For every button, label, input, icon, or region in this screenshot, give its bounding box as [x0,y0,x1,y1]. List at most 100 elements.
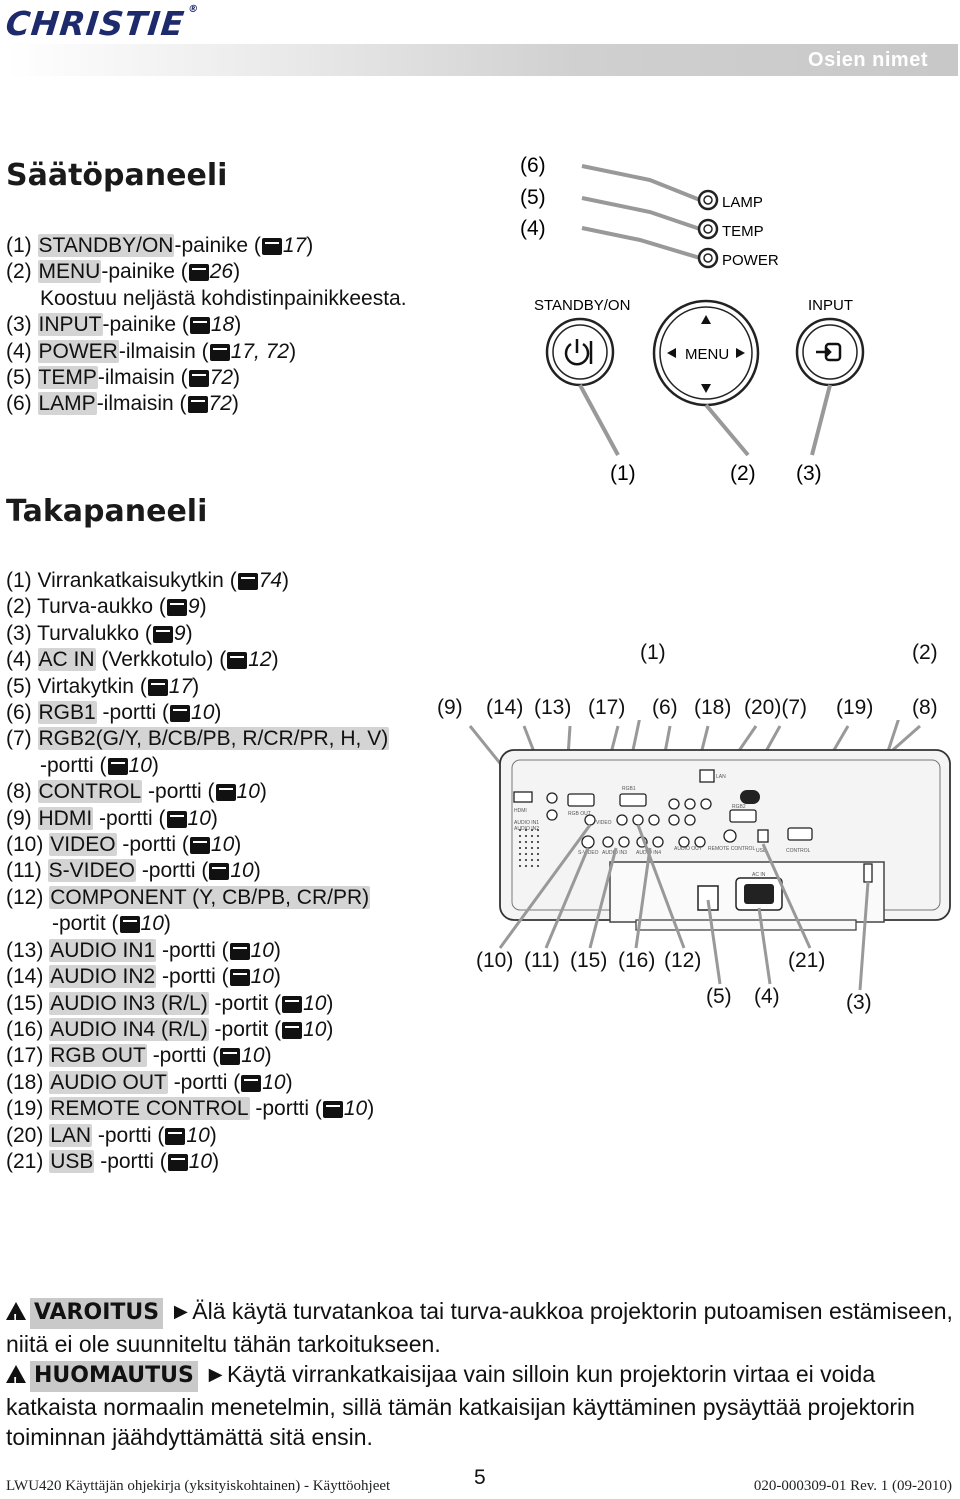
list-item: (6) RGB1 -portti (10) [6,700,389,726]
list-item: (15) AUDIO IN3 (R/L) -portit (10) [6,991,389,1017]
item-rest: -portti ( [156,938,229,962]
audio-in1-port [546,809,558,821]
item-close: ) [231,392,239,416]
svg-text:LAN: LAN [716,774,726,780]
page-reference: 9 [173,621,186,645]
item-rest: -portti ( [93,806,166,830]
list-item: (2) MENU-painike (26) [6,259,407,285]
rear-callout: (8) [912,696,938,719]
item-name: AUDIO IN4 (R/L) [49,1017,209,1041]
list-item: (7) RGB2(G/Y, B/CB/PB, R/CR/PR, H, V) [6,726,390,752]
callout-6: (6) [520,154,546,177]
item-rest: -portti ( [116,833,189,857]
standby-on-button[interactable] [545,317,615,387]
item-close: ) [210,806,218,830]
svg-text:POWER: POWER [722,252,779,269]
rear-panel-diagram: HDMI AUDIO IN1 AUDIO IN2 RGB OUT RGB1 VI… [468,720,951,991]
item-name: AUDIO IN1 [49,938,157,962]
rgb2-dsub [729,809,757,823]
item-name: REMOTE CONTROL [49,1097,250,1121]
item-rest: -portti ( [40,753,107,777]
item-rest: -ilmaisin ( [96,392,187,416]
menu-label: MENU [685,346,729,363]
rear-panel-list: (1) Virrankatkaisukytkin (74)(2) Turva-a… [6,568,390,1175]
item-name: S-VIDEO [47,859,136,883]
caution-text: ►Käytä virrankatkaisijaa vain silloin ku… [6,1361,915,1450]
list-item: (8) CONTROL -portti (10) [6,779,389,805]
book-reference-icon [215,784,236,802]
input-button[interactable] [795,317,865,387]
item-num: (15) [6,991,50,1015]
page-reference: 10 [303,991,327,1015]
item-close: ) [285,1070,293,1094]
item-rest: -painike ( [101,260,188,284]
item-close: ) [289,339,297,363]
page-reference: 10 [262,1070,286,1094]
item-rest: -portit ( [52,912,119,936]
item-close: ) [326,1017,334,1041]
book-reference-icon [107,757,128,775]
book-reference-icon [170,705,191,723]
svg-text:CONTROL: CONTROL [786,848,811,854]
remote-control-port [723,829,737,843]
caution-label: HUOMAUTUS [30,1361,198,1392]
rear-callout: (21) [788,949,826,972]
page-reference: 10 [303,1017,327,1041]
book-reference-icon [166,599,187,617]
rgb-out-port [567,793,595,807]
footer-right: 020-000309-01 Rev. 1 (09-2010) [753,1478,952,1494]
item-num: (1) [6,569,38,592]
page-reference: 10 [250,938,274,962]
audio-in2-port [546,792,558,804]
svg-text:USB: USB [756,848,767,854]
svideo-port [581,835,595,849]
callout-4: (4) [520,217,546,240]
item-close: ) [234,833,242,857]
book-reference-icon [187,396,208,414]
list-item: (13) AUDIO IN1 -portti (10) [6,938,389,964]
item-num: (4) [6,339,38,363]
svg-text:RGB2: RGB2 [732,804,746,810]
item-name: AUDIO OUT [49,1070,168,1094]
rgb2-port [668,798,680,810]
item-name: HDMI [37,806,94,830]
item-rest: (Verkkotulo) ( [95,648,227,672]
item-close: ) [273,965,281,989]
item-num: (2) [6,260,38,284]
list-item: -portti (10) [6,753,389,779]
rear-callout: (16) [618,949,656,972]
list-item: (3) INPUT-painike (18) [6,312,407,338]
item-close: ) [212,1149,220,1173]
list-item: Koostuu neljästä kohdistinpainikkeesta. [6,286,407,312]
page-reference: 10 [210,833,235,857]
rear-callout: (5) [706,985,732,1008]
control-panel-title: Säätöpaneeli [6,158,228,193]
footer-left: LWU420 Käyttäjän ohjekirja (yksityiskoht… [6,1478,391,1494]
item-close: ) [367,1097,375,1121]
list-item: (9) HDMI -portti (10) [6,806,389,832]
item-num: (6) [6,392,38,416]
item-rest: ( [139,621,152,645]
callout-1: (1) [610,462,636,485]
item-num: (13) [6,938,50,962]
item-name: LAMP [37,392,97,416]
rear-callout: (9) [437,696,463,719]
usb-port [757,829,769,843]
rgb1-port [619,793,647,807]
list-item: (1) STANDBY/ON-painike (17) [6,233,407,259]
book-reference-icon [282,995,303,1013]
list-item: (17) RGB OUT -portti (10) [6,1043,389,1069]
menu-button[interactable]: MENU [652,299,760,407]
page-reference: 10 [343,1097,368,1121]
list-item: (1) Virrankatkaisukytkin (74) [6,568,389,594]
item-close: ) [209,1123,217,1147]
rear-callout: (17) [588,696,626,719]
list-item: (18) AUDIO OUT -portti (10) [6,1070,389,1096]
book-reference-icon [189,317,210,335]
item-rest: -portti ( [94,1149,167,1173]
svg-text:RGB1: RGB1 [622,786,636,792]
svg-text:REMOTE CONTROL: REMOTE CONTROL [708,846,755,852]
security-lock [740,790,760,804]
book-reference-icon [220,1048,241,1066]
header-bar: Osien nimet [6,44,958,76]
